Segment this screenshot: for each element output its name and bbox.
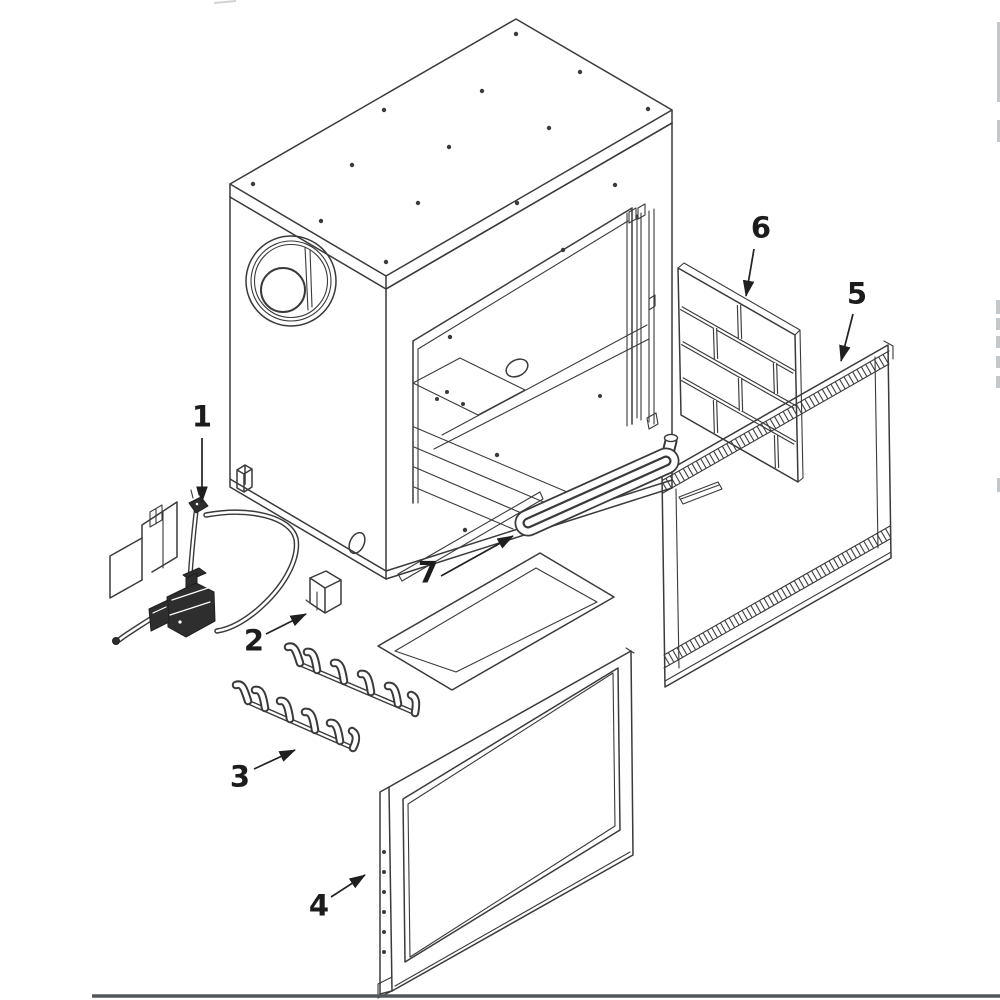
top-gasket-hatch (663, 351, 889, 493)
gas-tubing (112, 509, 300, 645)
firebox-interior (412, 324, 650, 530)
pilot-fitting (188, 486, 209, 514)
flue-collar (245, 235, 337, 327)
hearth-trim-bar (397, 491, 544, 582)
cabinet-top-face (229, 18, 673, 290)
part-2-junction-box (305, 570, 342, 614)
callout-label-7: 7 (417, 555, 439, 590)
callout-label-1: 1 (191, 399, 213, 434)
cabinet-left-face (229, 196, 387, 580)
valve-bracket (109, 501, 178, 599)
callout-label-5: 5 (846, 276, 868, 311)
glass-frame-track (628, 203, 659, 430)
brick-mortar-lines (679, 304, 797, 469)
part-3-grate (231, 642, 421, 753)
part-1-gas-valve-assembly (109, 486, 300, 645)
burner-mounting-plate (412, 357, 526, 416)
bottom-gasket-hatch (664, 526, 890, 668)
callout-leaders (196, 248, 854, 898)
firebox-opening (412, 207, 633, 504)
part-6-brick-panel (677, 262, 804, 483)
callout-label-2: 2 (243, 623, 265, 658)
side-oval-hole (348, 531, 366, 555)
top-screw-holes (250, 31, 651, 265)
grate-front-rail (231, 680, 361, 753)
grate-back-rail (283, 642, 421, 718)
hearth-frame (377, 552, 615, 691)
floor-hole (505, 358, 529, 378)
part-7-burner-tube (514, 433, 680, 537)
corner-bracket (236, 464, 253, 493)
latch-bracket (678, 481, 723, 505)
callout-label-3: 3 (229, 759, 251, 794)
part-5-glass-frame (661, 340, 894, 688)
scan-artifacts (213, 0, 1000, 492)
hearth-sill-strips (413, 426, 594, 530)
part-4-front-door (377, 647, 635, 999)
callout-label-6: 6 (750, 210, 772, 245)
gas-valve-body (148, 567, 216, 638)
callout-label-4: 4 (308, 888, 330, 923)
